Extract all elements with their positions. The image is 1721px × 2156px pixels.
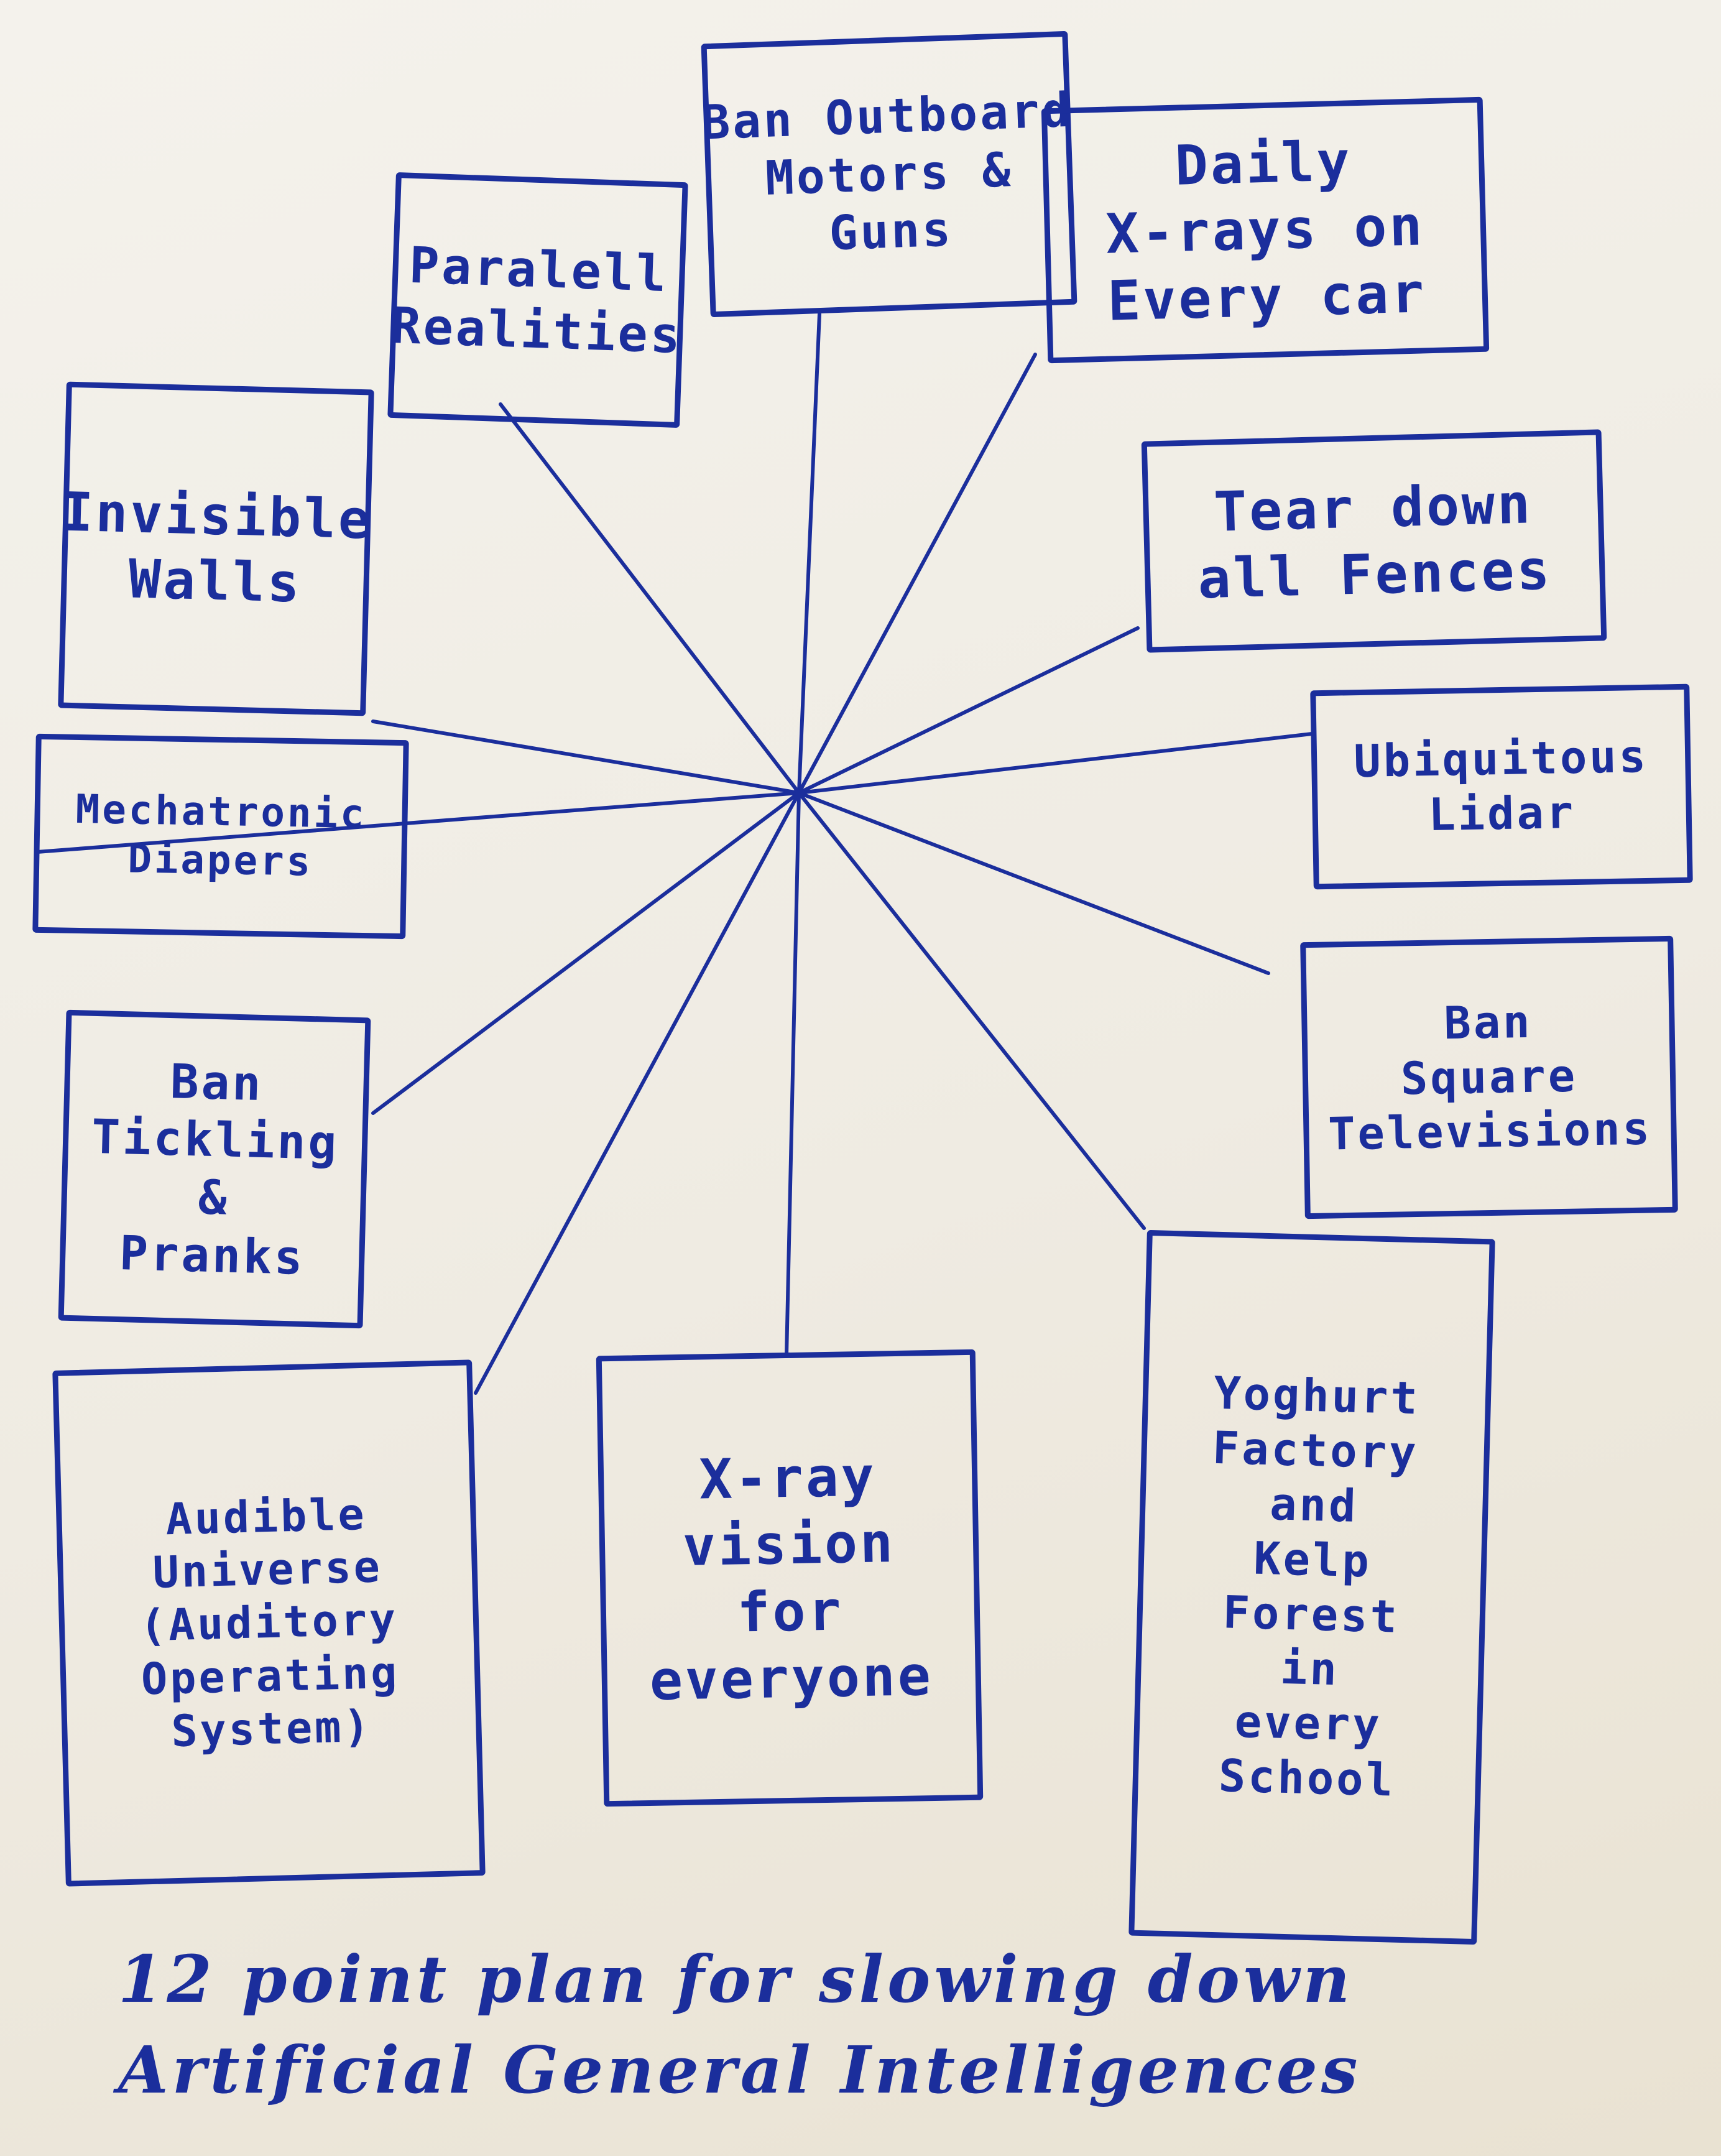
spoke-ban-outboard-motors (797, 312, 821, 795)
node-line: Tickling (91, 1109, 340, 1171)
node-line: vision (682, 1511, 896, 1579)
spoke-tear-down-fences (797, 626, 1140, 795)
node-line: Every car (1107, 260, 1428, 333)
caption-line-1: 12 point plan for slowing down (118, 1941, 1354, 2017)
node-invisible-walls: Invisible Walls (58, 381, 374, 716)
node-line: X-rays on (1105, 193, 1426, 267)
node-line: Ban (1443, 995, 1533, 1049)
node-line: Pranks (118, 1224, 306, 1285)
node-line: Operating (141, 1647, 400, 1705)
node-line: School (1217, 1749, 1396, 1807)
node-line: (Auditory (139, 1593, 399, 1652)
spoke-ban-tickling-pranks (371, 791, 801, 1115)
node-line: and (1269, 1478, 1359, 1532)
node-line: Guns (828, 201, 954, 261)
node-line: Ban (169, 1053, 264, 1111)
spoke-parallel-realities (499, 402, 801, 795)
caption-line-2: Artificial General Intelligences (118, 2031, 1362, 2108)
node-line: Factory (1212, 1421, 1419, 1479)
node-line: Realities (390, 296, 684, 364)
node-ubiquitous-lidar: Ubiquitous Lidar (1310, 683, 1693, 890)
node-daily-xrays: Daily X-rays on Every car (1041, 96, 1490, 364)
node-line: in (1280, 1642, 1340, 1696)
node-line: Motors & (764, 141, 1014, 206)
node-line: Ubiquitous (1353, 730, 1649, 788)
node-line: Lidar (1428, 785, 1576, 841)
node-line: everyone (649, 1643, 934, 1713)
node-line: Mechatronic (75, 786, 367, 838)
spoke-audible-universe (474, 791, 801, 1395)
node-line: System) (170, 1700, 373, 1757)
spoke-invisible-walls (371, 719, 801, 795)
node-mechatronic-diapers: Mechatronic Diapers (32, 733, 409, 940)
node-line: Paralell (408, 236, 670, 303)
spoke-ubiquitous-lidar (797, 732, 1314, 795)
node-line: for (736, 1578, 844, 1644)
hub-point (793, 787, 805, 798)
spoke-xray-vision (785, 791, 801, 1358)
node-ban-square-televisions: Ban Square Televisions (1300, 935, 1678, 1219)
node-parallel-realities: Paralell Realities (387, 172, 688, 428)
node-line: & (197, 1169, 230, 1226)
node-yoghurt-factory: Yoghurt Factory and Kelp Forest in every… (1128, 1229, 1495, 1945)
node-line: every (1234, 1695, 1383, 1752)
node-line: Daily (1174, 129, 1353, 198)
spoke-yoghurt-factory (797, 791, 1146, 1230)
node-line: Walls (127, 547, 303, 615)
spoke-ban-square-televisions (797, 791, 1270, 975)
node-line: Forest (1222, 1585, 1400, 1643)
node-line: Audible (165, 1488, 367, 1545)
node-line: all Fences (1197, 537, 1553, 611)
node-ban-outboard-motors: Ban Outboard Motors & Guns (700, 30, 1077, 318)
node-xray-vision: X-ray vision for everyone (596, 1349, 984, 1807)
node-line: Universe (152, 1541, 383, 1598)
node-audible-universe: Audible Universe (Auditory Operating Sys… (52, 1359, 486, 1887)
node-ban-tickling-pranks: Ban Tickling & Pranks (58, 1009, 371, 1329)
node-tear-down-fences: Tear down all Fences (1141, 429, 1607, 653)
node-line: X-ray (698, 1444, 877, 1512)
spoke-daily-xrays (797, 353, 1037, 795)
node-line: Square (1400, 1049, 1578, 1105)
node-line: Yoghurt (1213, 1366, 1421, 1425)
node-line: Invisible (60, 481, 374, 552)
node-line: Kelp (1253, 1532, 1372, 1588)
node-line: Tear down (1212, 471, 1534, 544)
node-line: Ban Outboard (700, 81, 1074, 150)
caption: 12 point plan for slowing down Artificia… (118, 1934, 1641, 2115)
node-line: Diapers (127, 836, 313, 886)
spoke-mechatronic-diapers (35, 791, 801, 854)
node-line: Televisions (1327, 1102, 1653, 1160)
